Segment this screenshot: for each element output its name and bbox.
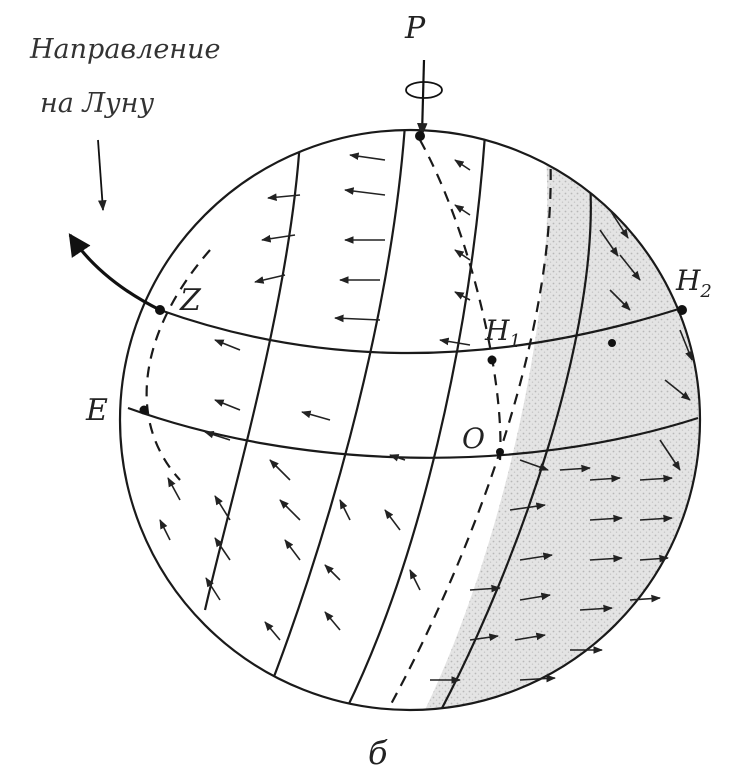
tidal-force-arrow [410, 570, 420, 590]
tidal-force-arrow [385, 510, 400, 530]
tidal-force-arrow [285, 540, 300, 560]
point-p [415, 131, 425, 141]
tidal-force-arrow [455, 205, 470, 215]
tidal-force-arrow [335, 318, 380, 320]
moon-direction-label-line2: на Луну [40, 88, 154, 119]
label-h1: H1 [484, 314, 521, 352]
point-e [140, 406, 149, 415]
tidal-force-arrow [455, 160, 470, 170]
tidal-force-arrow [350, 155, 385, 160]
tidal-force-arrow [215, 400, 240, 410]
tidal-force-arrow [255, 275, 285, 282]
point-orbit-mid [608, 339, 616, 347]
tidal-force-arrow [270, 460, 290, 480]
shaded-zone [420, 100, 720, 720]
point-z [155, 305, 165, 315]
tidal-force-arrow [168, 478, 180, 500]
tidal-force-arrow [325, 565, 340, 580]
point-o [496, 448, 504, 456]
tidal-force-arrow [280, 500, 300, 520]
tidal-force-arrow [302, 412, 330, 420]
tidal-force-arrow [340, 500, 350, 520]
rotation-indicator [406, 60, 442, 135]
moon-direction-label-line1: Направление [29, 34, 220, 65]
label-zenith: Z [179, 283, 202, 318]
figure-caption: б [368, 734, 388, 772]
tidal-force-arrow [215, 340, 240, 350]
moon-label-pointer [98, 140, 103, 210]
tidal-force-arrow [325, 612, 340, 630]
point-h2 [677, 305, 687, 315]
tidal-force-arrow [215, 496, 230, 520]
tidal-force-arrow [160, 520, 170, 540]
label-center: O [462, 422, 485, 455]
tidal-force-arrow [345, 190, 385, 195]
point-h1 [488, 356, 497, 365]
label-pole: P [404, 11, 426, 46]
tidal-force-arrow [265, 622, 280, 640]
tidal-force-arrow [440, 340, 470, 345]
label-east: E [85, 393, 108, 428]
label-h2: H2 [675, 264, 712, 302]
